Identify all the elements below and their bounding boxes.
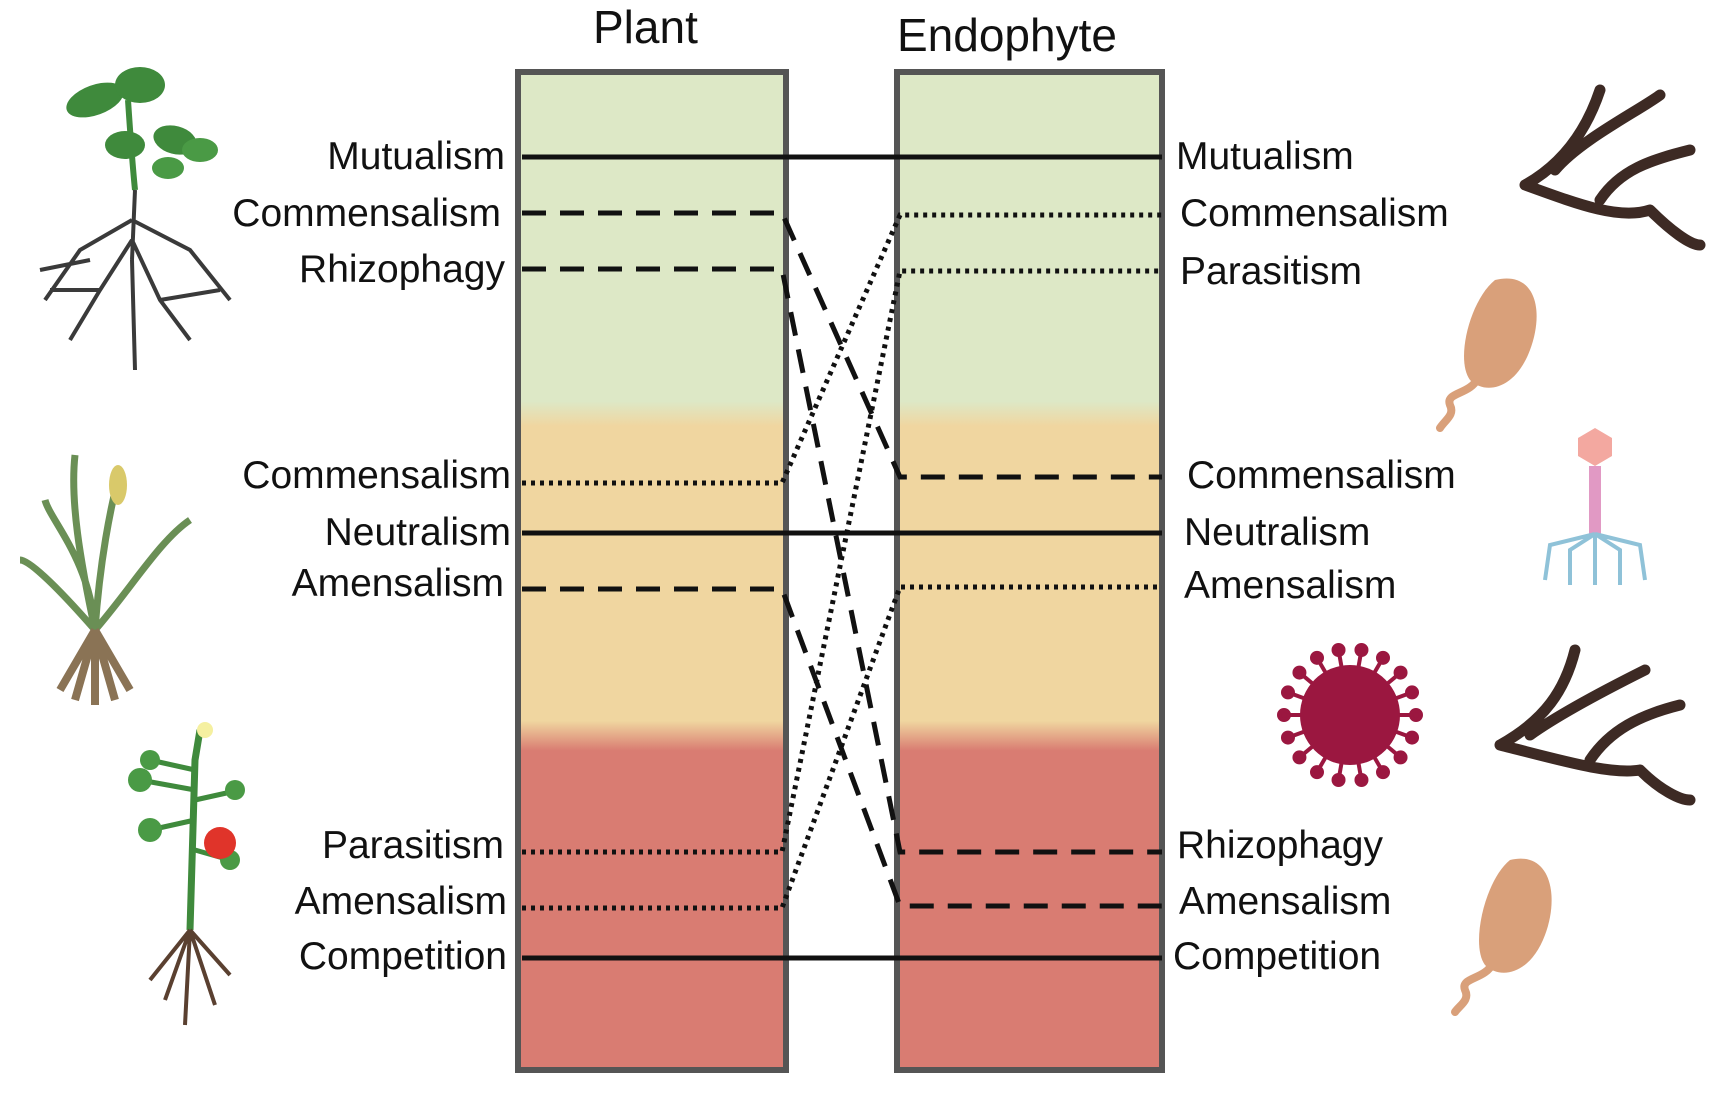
fungal-hyphae-icon <box>1519 84 1706 251</box>
endophyte-label-commensalism: Commensalism <box>1187 454 1456 497</box>
endophyte-label-parasitism: Parasitism <box>1180 250 1363 293</box>
interaction-links <box>522 154 1162 961</box>
endophyte-gradient-bar <box>894 69 1165 1073</box>
link-p-commensalism-2-to-e-commensalism-1 <box>522 212 1162 486</box>
grass-plant-icon <box>19 454 192 705</box>
plant-label-commensalism: Commensalism <box>232 192 501 235</box>
plant-label-competition: Competition <box>298 935 507 978</box>
endophyte-label-commensalism: Commensalism <box>1180 192 1449 235</box>
endophyte-label-rhizophagy: Rhizophagy <box>1177 824 1383 867</box>
link-p-parasitism-to-e-parasitism <box>522 268 1162 855</box>
plant-column-title: Plant <box>593 1 698 53</box>
virus-icon <box>1277 643 1423 787</box>
plant-label-rhizophagy: Rhizophagy <box>299 248 505 291</box>
endophyte-label-amensalism: Amensalism <box>1179 880 1392 923</box>
fungal-spore-icon <box>1451 858 1552 1016</box>
endophyte-label-neutralism: Neutralism <box>1184 511 1371 554</box>
endophyte-column-title: Endophyte <box>897 9 1117 61</box>
link-p-amensalism-2-to-e-amensalism-1 <box>522 584 1162 911</box>
link-p-amensalism-1-to-e-amensalism-2 <box>522 586 1162 909</box>
endophyte-label-amensalism: Amensalism <box>1184 564 1397 607</box>
plant-gradient-bar <box>515 69 789 1073</box>
link-p-rhizophagy-to-e-rhizophagy <box>522 266 1162 855</box>
plant-label-commensalism: Commensalism <box>242 454 511 497</box>
plant-label-amensalism: Amensalism <box>294 880 507 923</box>
bacteriophage-icon <box>1543 428 1647 585</box>
plant-label-amensalism: Amensalism <box>291 562 504 605</box>
plant-label-mutualism: Mutualism <box>327 135 505 178</box>
endophyte-label-mutualism: Mutualism <box>1176 135 1354 178</box>
fungal-hyphae-icon <box>1494 644 1696 806</box>
plant-label-parasitism: Parasitism <box>321 824 504 867</box>
soybean-seedling-icon <box>39 67 232 371</box>
link-p-commensalism-1-to-e-commensalism-2 <box>522 210 1162 480</box>
fungal-spore-icon <box>1436 278 1537 432</box>
plant-label-neutralism: Neutralism <box>324 511 511 554</box>
endophyte-label-competition: Competition <box>1173 935 1382 978</box>
tomato-plant-icon <box>128 722 245 1026</box>
